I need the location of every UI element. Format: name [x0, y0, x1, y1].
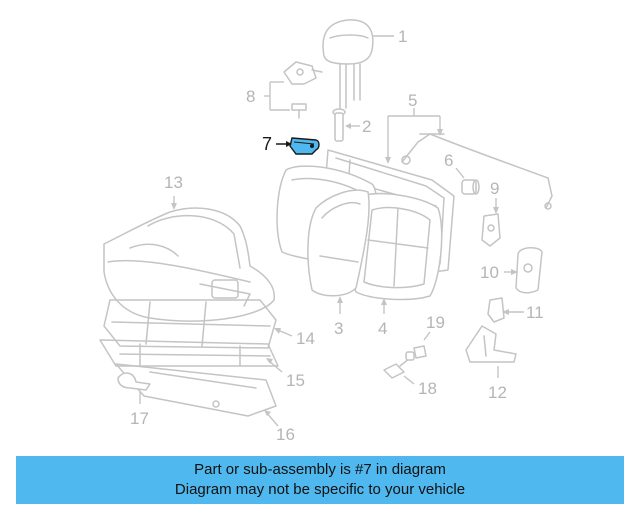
callout-15: 15 [286, 371, 305, 390]
hook-part[interactable] [117, 372, 151, 391]
callout-16: 16 [276, 425, 295, 444]
callout-1: 1 [398, 27, 407, 46]
lower-frame-part[interactable] [115, 363, 277, 417]
headrest-part[interactable] [322, 19, 374, 109]
callout-17: 17 [130, 409, 149, 428]
seatback-side-trim-part[interactable] [307, 189, 370, 297]
callout-2: 2 [362, 117, 371, 136]
leader-14 [277, 329, 293, 337]
seat-cushion-cover-part[interactable] [103, 207, 276, 322]
callout-19: 19 [426, 313, 445, 332]
callout-8: 8 [246, 87, 255, 106]
callout-7: 7 [262, 134, 272, 154]
callout-3: 3 [334, 319, 343, 338]
callout-4: 4 [378, 319, 387, 338]
highlighted-part-7[interactable] [289, 137, 320, 155]
callout-13: 13 [164, 173, 183, 192]
seatback-cushion-part[interactable] [350, 192, 443, 301]
seat-frame-part[interactable] [99, 339, 279, 367]
arrow-2 [345, 123, 351, 129]
headrest-guide-part[interactable] [332, 108, 346, 142]
callout-11: 11 [526, 303, 544, 322]
callout-10: 10 [480, 263, 499, 282]
callout-18: 18 [418, 379, 437, 398]
bushing-part[interactable] [461, 179, 480, 195]
leader-19 [423, 331, 431, 341]
bolt-part[interactable] [383, 351, 415, 379]
callout-5: 5 [408, 91, 417, 110]
callout-12: 12 [488, 383, 507, 402]
info-banner: Part or sub-assembly is #7 in diagram Di… [16, 456, 624, 504]
latch-bolt-part[interactable] [291, 103, 307, 119]
side-trim-part[interactable] [465, 325, 517, 363]
callout-6: 6 [444, 151, 453, 170]
callout-14: 14 [296, 329, 315, 348]
release-cable-part[interactable] [401, 133, 553, 210]
leader-6 [455, 167, 465, 179]
banner-line-part-number: Part or sub-assembly is #7 in diagram [194, 461, 446, 478]
clip-part[interactable] [487, 297, 505, 323]
callout-9: 9 [490, 179, 499, 198]
banner-line-disclaimer: Diagram may not be specific to your vehi… [174, 481, 466, 498]
leader-18 [403, 375, 415, 385]
cushion-pad-part[interactable] [103, 299, 277, 349]
arrow-7 [286, 141, 292, 147]
washer-part[interactable] [413, 345, 427, 359]
latch-part[interactable] [283, 61, 323, 85]
hinge-cover-part[interactable] [515, 247, 543, 294]
hinge-bracket-part[interactable] [481, 213, 501, 247]
parts-diagram: 1 2 3 4 5 6 7 8 9 10 11 12 13 14 15 16 1… [99, 19, 553, 444]
